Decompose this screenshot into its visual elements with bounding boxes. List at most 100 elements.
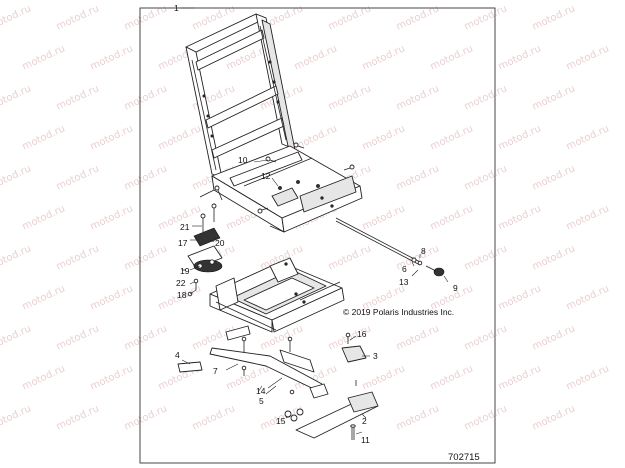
watermark-text: motod.ru	[21, 123, 67, 152]
seat-slider-assembly	[209, 257, 345, 333]
watermark-text: motod.ru	[429, 43, 475, 72]
watermark-text: motod.ru	[0, 163, 33, 192]
callout-15: 15	[276, 416, 286, 426]
watermark-text: motod.ru	[21, 203, 67, 232]
seat-base-frame	[199, 145, 363, 233]
watermark-text: motod.ru	[157, 123, 203, 152]
watermark-text: motod.ru	[531, 3, 577, 32]
callout-9: 9	[453, 283, 458, 293]
callout-10: 10	[238, 155, 248, 165]
watermark-text: motod.ru	[531, 83, 577, 112]
watermark-text: motod.ru	[21, 363, 67, 392]
callout-21: 21	[180, 222, 190, 232]
watermark-text: motod.ru	[395, 403, 441, 432]
watermark-text: motod.ru	[89, 363, 135, 392]
callout-22: 22	[176, 278, 186, 288]
recline-rod-assembly	[335, 217, 445, 277]
callout-12: 12	[261, 171, 271, 181]
watermark-text: motod.ru	[565, 123, 611, 152]
watermark-text: motod.ru	[565, 283, 611, 312]
watermark-text: motod.ru	[0, 3, 33, 32]
watermark-text: motod.ru	[89, 283, 135, 312]
watermark-text: motod.ru	[361, 123, 407, 152]
bracket-12	[271, 180, 320, 207]
callout-18: 18	[177, 290, 187, 300]
watermark-text: motod.ru	[395, 163, 441, 192]
watermark-text: motod.ru	[565, 43, 611, 72]
watermark-text: motod.ru	[55, 323, 101, 352]
callout-17: 17	[178, 238, 188, 248]
watermark-text: motod.ru	[55, 243, 101, 272]
watermark-text: motod.ru	[21, 43, 67, 72]
callout-20: 20	[215, 238, 225, 248]
callout-13: 13	[399, 277, 409, 287]
callout-4: 4	[175, 350, 180, 360]
watermark-text: motod.ru	[123, 83, 169, 112]
watermark-text: motod.ru	[395, 323, 441, 352]
watermark-text: motod.ru	[123, 243, 169, 272]
watermark-text: motod.ru	[55, 83, 101, 112]
watermark-text: motod.ru	[293, 123, 339, 152]
watermark-text: motod.ru	[531, 163, 577, 192]
callout-3: 3	[373, 351, 378, 361]
watermark-text: motod.ru	[21, 283, 67, 312]
watermark-text: motod.ru	[123, 403, 169, 432]
callout-16: 16	[357, 329, 367, 339]
watermark-text: motod.ru	[0, 403, 33, 432]
watermark-text: motod.ru	[89, 43, 135, 72]
callout-14: 14	[256, 386, 266, 396]
watermark-text: motod.ru	[327, 243, 373, 272]
watermark-text: motod.ru	[395, 83, 441, 112]
watermark-text: motod.ru	[0, 83, 33, 112]
watermark-text: motod.ru	[463, 83, 509, 112]
watermark-text: motod.ru	[463, 403, 509, 432]
watermark-text: motod.ru	[89, 123, 135, 152]
watermark-text: motod.ru	[0, 323, 33, 352]
callout-5: 5	[259, 396, 264, 406]
watermark-text: motod.ru	[531, 243, 577, 272]
leader-lines	[181, 7, 449, 435]
watermark-text: motod.ru	[497, 363, 543, 392]
watermark-text: motod.ru	[497, 283, 543, 312]
watermark-text: motod.ru	[55, 163, 101, 192]
figure-border	[139, 7, 496, 464]
watermark-text: motod.ru	[497, 203, 543, 232]
watermark-text: motod.ru	[531, 323, 577, 352]
copyright-text: © 2019 Polaris Industries Inc.	[343, 307, 454, 317]
watermark-text: motod.ru	[123, 323, 169, 352]
lower-bracket	[284, 383, 379, 440]
watermark-text: motod.ru	[293, 43, 339, 72]
watermark-text: motod.ru	[463, 323, 509, 352]
callout-1: 1	[174, 3, 179, 13]
callout-19: 19	[180, 266, 190, 276]
watermark-text: motod.ru	[565, 363, 611, 392]
mounting-hardware	[177, 325, 367, 395]
watermark-text: motod.ru	[55, 403, 101, 432]
callout-7: 7	[213, 366, 218, 376]
watermark-text: motod.ru	[463, 163, 509, 192]
seat-back-frame	[185, 13, 296, 179]
watermark-text: motod.ru	[361, 363, 407, 392]
watermark-text: motod.ru	[429, 123, 475, 152]
watermark-text: motod.ru	[89, 203, 135, 232]
latch-assembly	[182, 203, 223, 297]
watermark-text: motod.ru	[497, 123, 543, 152]
watermark-text: motod.ru	[0, 243, 33, 272]
watermark-text: motod.ru	[361, 203, 407, 232]
watermark-text: motod.ru	[327, 83, 373, 112]
watermark-text: motod.ru	[429, 363, 475, 392]
callout-8: 8	[421, 246, 426, 256]
watermark-text: motod.ru	[531, 403, 577, 432]
watermark-text: motod.ru	[497, 43, 543, 72]
callout-11: 11	[361, 435, 370, 445]
watermark-text: motod.ru	[429, 203, 475, 232]
watermark-text: motod.ru	[565, 203, 611, 232]
watermark-text: motod.ru	[361, 43, 407, 72]
watermark-text: motod.ru	[191, 403, 237, 432]
watermark-text: motod.ru	[463, 243, 509, 272]
watermark-text: motod.ru	[123, 163, 169, 192]
callout-6: 6	[402, 264, 407, 274]
figure-number: 702715	[448, 452, 480, 463]
bolt-group-10	[214, 142, 355, 214]
